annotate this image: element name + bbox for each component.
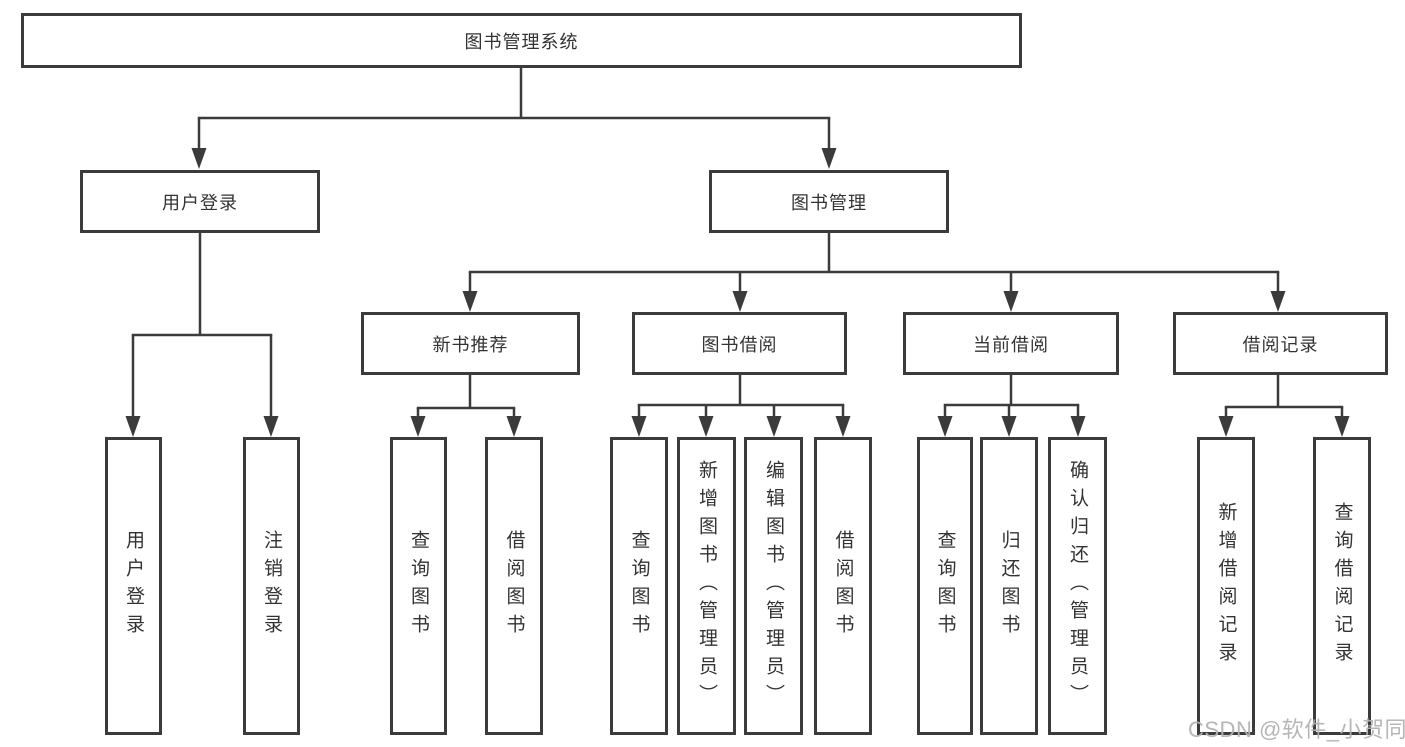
- leaf-label: 查询图书: [408, 530, 429, 642]
- node-borrowing-records: 借阅记录: [1173, 312, 1388, 375]
- node-new-book-recommendation: 新书推荐: [361, 312, 580, 375]
- leaf-query-books-recommend: 查询图书: [390, 437, 447, 735]
- leaf-add-borrow-record: 新增借阅记录: [1197, 437, 1255, 735]
- leaf-label: 借阅图书: [832, 530, 854, 642]
- node-book-management: 图书管理: [709, 170, 949, 233]
- leaf-logout: 注销登录: [243, 437, 300, 735]
- leaf-label: 新增图书（管理员）: [696, 460, 717, 712]
- leaf-query-books-borrowing: 查询图书: [610, 437, 668, 735]
- leaf-label: 编辑图书（管理员）: [763, 460, 784, 712]
- leaf-return-books: 归还图书: [980, 437, 1038, 735]
- leaf-label: 新增借阅记录: [1215, 502, 1237, 670]
- node-user-login: 用户登录: [80, 170, 320, 233]
- arrowheads: [125, 148, 1350, 437]
- leaf-borrow-books-recommend: 借阅图书: [485, 437, 543, 735]
- leaf-label: 查询借阅记录: [1331, 502, 1353, 670]
- leaf-edit-book-admin: 编辑图书（管理员）: [744, 437, 803, 735]
- leaf-label: 查询图书: [934, 530, 956, 642]
- leaf-confirm-return-admin: 确认归还（管理员）: [1048, 437, 1107, 735]
- leaf-query-borrow-record: 查询借阅记录: [1313, 437, 1371, 735]
- leaf-label: 查询图书: [628, 530, 650, 642]
- leaf-add-book-admin: 新增图书（管理员）: [677, 437, 736, 735]
- leaf-user-login: 用户登录: [105, 437, 162, 735]
- node-book-borrowing: 图书借阅: [632, 312, 847, 375]
- leaf-borrow-books-borrowing: 借阅图书: [814, 437, 872, 735]
- leaf-query-books-current: 查询图书: [917, 437, 973, 735]
- leaf-label: 借阅图书: [503, 530, 525, 642]
- node-root: 图书管理系统: [21, 13, 1022, 68]
- node-current-borrowing: 当前借阅: [903, 312, 1119, 375]
- leaf-label: 确认归还（管理员）: [1067, 460, 1088, 712]
- leaf-label: 注销登录: [261, 530, 282, 642]
- leaf-label: 用户登录: [123, 530, 144, 642]
- leaf-label: 归还图书: [998, 530, 1020, 642]
- csdn-watermark: CSDN @软件_小贺同学: [1188, 717, 1405, 742]
